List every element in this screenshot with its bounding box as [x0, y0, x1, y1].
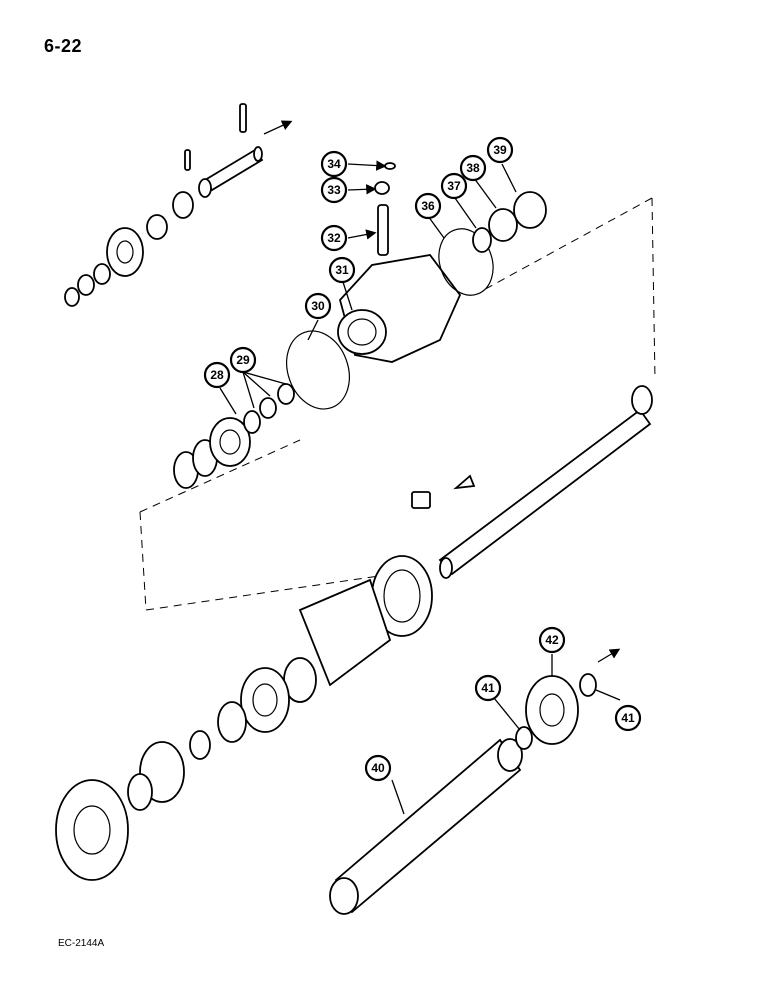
callout-40: 40: [364, 754, 392, 782]
callout-39: 39: [486, 136, 514, 164]
svg-text:42: 42: [545, 633, 559, 647]
svg-text:37: 37: [447, 179, 461, 193]
svg-text:40: 40: [371, 761, 385, 775]
callout-37: 37: [440, 172, 468, 200]
callout-29: 29: [229, 346, 257, 374]
svg-text:30: 30: [311, 299, 325, 313]
svg-text:39: 39: [493, 143, 507, 157]
callout-41-right: 41: [614, 704, 642, 732]
callout-32: 32: [320, 224, 348, 252]
bearing-stack: [173, 383, 295, 489]
callout-28: 28: [203, 361, 231, 389]
housing-assembly: [286, 162, 547, 410]
main-shaft: [411, 385, 653, 579]
svg-text:41: 41: [621, 711, 635, 725]
callout-42: 42: [538, 626, 566, 654]
svg-text:33: 33: [327, 183, 341, 197]
callout-41-left: 41: [474, 674, 502, 702]
svg-text:28: 28: [210, 368, 224, 382]
svg-text:38: 38: [466, 161, 480, 175]
gear-and-snap-rings: [515, 648, 621, 750]
svg-text:29: 29: [236, 353, 250, 367]
svg-text:36: 36: [421, 199, 435, 213]
callout-leaders: [219, 160, 621, 815]
output-shaft: [329, 738, 523, 915]
callout-38: 38: [459, 154, 487, 182]
svg-text:41: 41: [481, 681, 495, 695]
dashed-reference-outline: [139, 197, 656, 611]
svg-text:32: 32: [327, 231, 341, 245]
upper-left-shaft-assembly: [64, 103, 293, 307]
page-number: 6-22: [44, 36, 83, 56]
callout-36: 36: [414, 192, 442, 220]
svg-text:31: 31: [335, 263, 349, 277]
callout-31: 31: [328, 256, 356, 284]
central-gear-cluster: [55, 555, 433, 881]
svg-text:34: 34: [327, 157, 341, 171]
callout-33: 33: [320, 176, 348, 204]
callout-30: 30: [304, 292, 332, 320]
callout-34: 34: [320, 150, 348, 178]
figure-code: EC-2144A: [58, 938, 105, 949]
